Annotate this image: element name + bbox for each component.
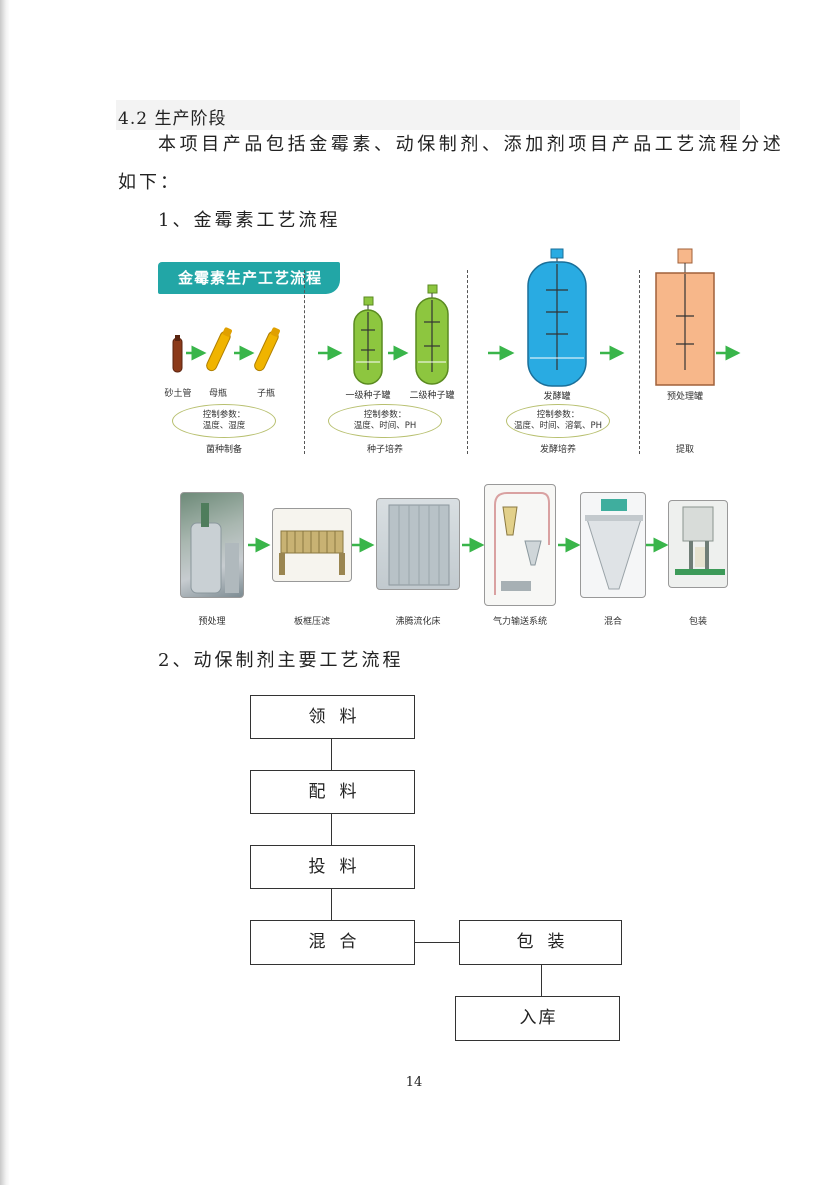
control-params-strain: 控制参数： 温度、湿度 bbox=[172, 404, 276, 438]
pretreat-tank-icon bbox=[655, 248, 715, 386]
stage-ferment-culture: 发酵培养 bbox=[539, 445, 576, 455]
stage-divider bbox=[467, 270, 468, 454]
mixer-image bbox=[580, 492, 646, 598]
label-seed-tank-2: 二级种子罐 bbox=[409, 391, 455, 401]
label-mixing: 混合 bbox=[603, 617, 622, 627]
seed-tank-1-icon bbox=[353, 296, 383, 385]
control-params-label: 控制参数： bbox=[363, 410, 407, 420]
figure-title: 金霉素生产工艺流程 bbox=[158, 262, 340, 294]
control-params-values: 温度、时间、溶氧、PH bbox=[513, 421, 603, 431]
label-pretreatment: 预处理 bbox=[198, 617, 226, 627]
control-params-label: 控制参数： bbox=[536, 410, 580, 420]
sand-tube-icon bbox=[172, 335, 183, 373]
label-pneumatic: 气力输送系统 bbox=[492, 617, 547, 627]
control-params-seed: 控制参数： 温度、时间、PH bbox=[328, 404, 442, 438]
plate-filter-press-image bbox=[272, 508, 352, 582]
stage-extraction: 提取 bbox=[675, 445, 694, 455]
stage-strain-prep: 菌种制备 bbox=[205, 445, 242, 455]
intro-paragraph-line1: 本项目产品包括金霉素、动保制剂、添加剂项目产品工艺流程分述 bbox=[158, 134, 785, 155]
label-packing: 包装 bbox=[688, 617, 707, 627]
label-fermenter: 发酵罐 bbox=[543, 392, 571, 402]
flow-step-prepare: 配料 bbox=[250, 770, 415, 814]
control-params-label: 控制参数： bbox=[202, 410, 246, 420]
label-mother-flask: 母瓶 bbox=[208, 389, 227, 399]
flow-connector bbox=[331, 889, 332, 920]
control-params-values: 温度、湿度 bbox=[202, 421, 246, 431]
section-heading: 4.2 生产阶段 bbox=[118, 109, 227, 129]
label-fluid-bed: 沸腾流化床 bbox=[395, 617, 441, 627]
heading-highlight bbox=[116, 100, 740, 130]
process-figure-graphics bbox=[172, 248, 741, 553]
label-plate-press: 板框压滤 bbox=[293, 617, 330, 627]
flow-connector bbox=[331, 814, 332, 845]
pneumatic-conveying-image bbox=[484, 484, 556, 606]
flow-step-store: 入库 bbox=[455, 996, 620, 1041]
flow-step-receive: 领料 bbox=[250, 695, 415, 739]
stage-divider bbox=[304, 270, 305, 454]
seed-tank-2-icon bbox=[415, 284, 449, 385]
section1-title: 1、金霉素工艺流程 bbox=[158, 210, 341, 231]
control-params-ferment: 控制参数： 温度、时间、溶氧、PH bbox=[506, 404, 610, 438]
flow-step-pack: 包装 bbox=[459, 920, 622, 965]
page-number: 14 bbox=[405, 1075, 423, 1090]
section2-title: 2、动保制剂主要工艺流程 bbox=[158, 650, 404, 671]
flow-step-feed: 投料 bbox=[250, 845, 415, 889]
fermenter-icon bbox=[527, 248, 587, 387]
mother-flask-icon bbox=[206, 327, 232, 372]
daughter-flask-icon bbox=[254, 327, 280, 372]
label-pretreat-tank: 预处理罐 bbox=[666, 392, 703, 402]
label-seed-tank-1: 一级种子罐 bbox=[345, 391, 391, 401]
flow-step-mix: 混合 bbox=[250, 920, 415, 965]
pretreatment-equipment-image bbox=[180, 492, 244, 598]
control-params-values: 温度、时间、PH bbox=[353, 421, 417, 431]
stage-seed-culture: 种子培养 bbox=[366, 445, 403, 455]
flow-connector bbox=[415, 942, 459, 943]
flow-connector bbox=[541, 965, 542, 996]
page-edge-shadow bbox=[0, 0, 10, 1185]
stage-divider bbox=[639, 270, 640, 454]
fluid-bed-image bbox=[376, 498, 460, 590]
label-daughter-flask: 子瓶 bbox=[256, 389, 275, 399]
packing-machine-image bbox=[668, 500, 728, 588]
flow-connector bbox=[331, 739, 332, 770]
intro-paragraph-line2: 如下： bbox=[118, 172, 181, 193]
label-sand-tube: 砂土管 bbox=[164, 389, 192, 399]
